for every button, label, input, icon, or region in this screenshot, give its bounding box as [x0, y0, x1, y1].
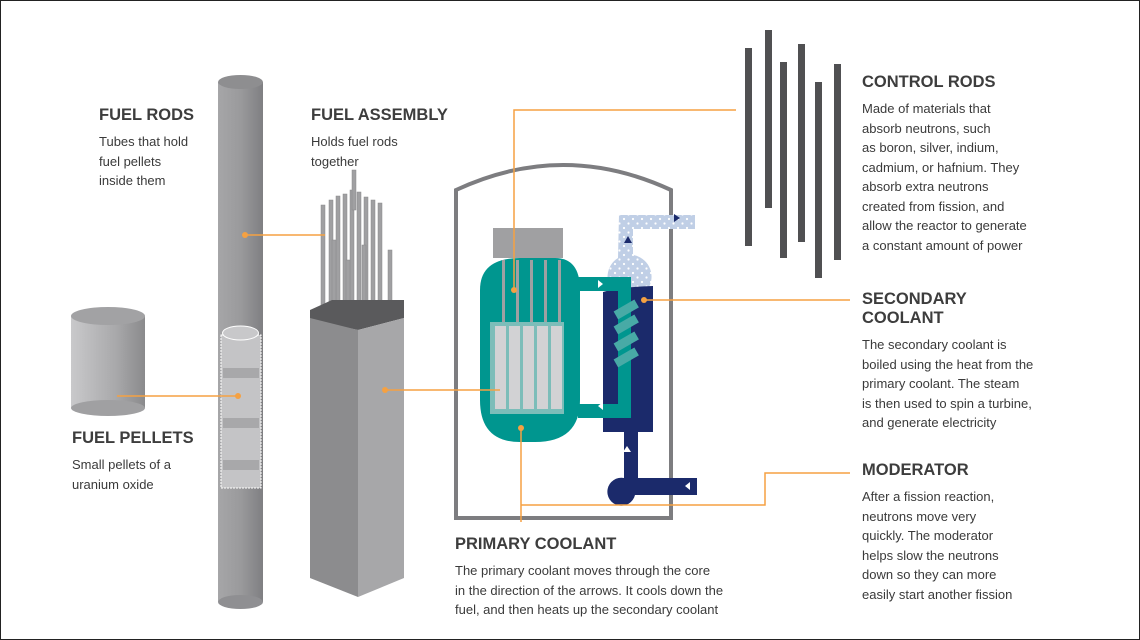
fuel-pellet-illustration: [71, 307, 145, 416]
reactor-vessel: [454, 163, 673, 520]
fuel-rod-illustration: [218, 75, 263, 609]
moderator-label: MODERATOR After a fission reaction,neutr…: [862, 461, 1013, 602]
leader-lines: [117, 109, 850, 522]
primary-coolant-label: PRIMARY COOLANT The primary coolant move…: [455, 535, 724, 617]
fuel-assembly-illustration: [310, 169, 404, 597]
control-rods-illustration: [745, 30, 841, 278]
secondary-coolant-loop: [603, 286, 697, 506]
